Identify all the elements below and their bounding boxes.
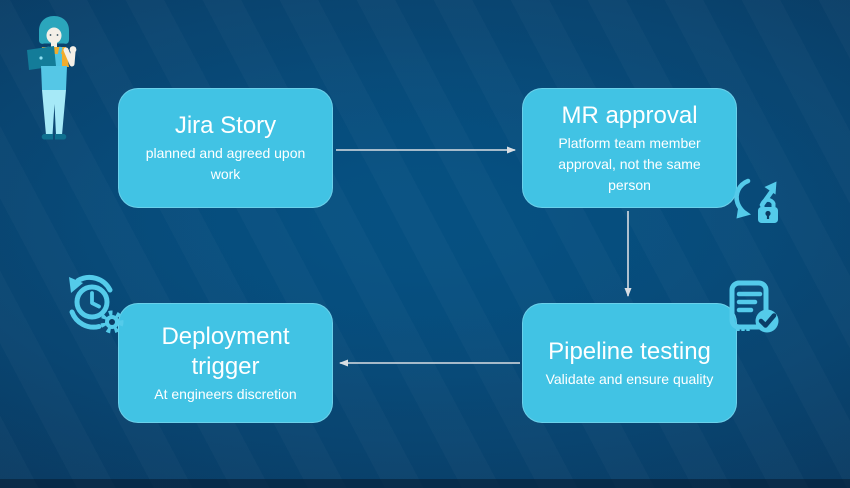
node-pipeline-testing: Pipeline testing Validate and ensure qua… [522,303,737,423]
secure-review-sync-lock-icon [731,175,781,229]
node-mr-approval: MR approval Platform team member approva… [522,88,737,208]
report-check-document-icon [727,280,779,336]
scheduled-deploy-clock-gear-icon [63,273,129,339]
node-title: Jira Story [174,112,277,139]
node-deployment-trigger: Deployment trigger At engineers discreti… [118,303,333,423]
node-subtitle: Validate and ensure quality [545,370,714,387]
node-title: MR approval [561,101,698,129]
bottom-shadow-strip [0,479,850,488]
node-jira-story: Jira Story planned and agreed upon work [118,88,333,208]
node-title: Pipeline testing [548,337,711,365]
node-subtitle: planned and agreed upon work [145,145,306,182]
developer-illustration [26,14,82,146]
node-subtitle: Platform team member approval, not the s… [558,134,701,193]
node-title: Deployment trigger [161,322,290,380]
node-subtitle: At engineers discretion [154,385,297,402]
